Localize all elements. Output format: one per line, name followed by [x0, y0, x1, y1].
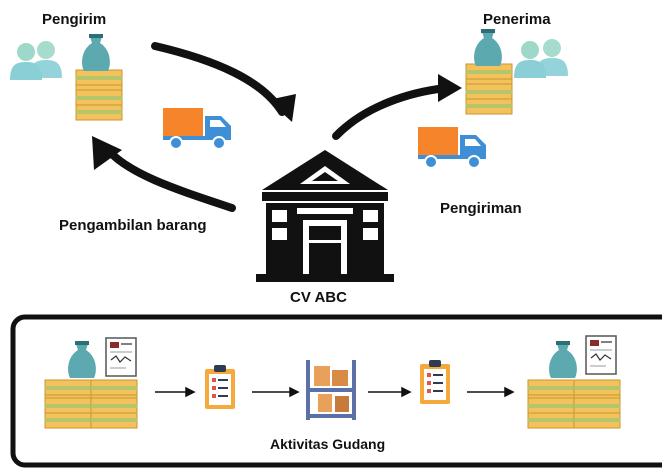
sender-label: Pengirim: [42, 11, 107, 28]
crate-stack-icon: [527, 379, 621, 429]
warehouse-shelf-icon: [306, 360, 356, 420]
flow-arrows: [92, 42, 462, 212]
bank-building-icon: [256, 150, 394, 282]
company-to-receiver-arrow: [332, 84, 450, 140]
sender-group: [10, 34, 123, 121]
receiver-group: [465, 29, 568, 115]
crate-stack-icon: [465, 63, 513, 115]
shipping-label: Pengiriman: [440, 200, 522, 217]
arrowhead: [268, 94, 296, 122]
warehouse-activity-frame: [10, 314, 662, 468]
crate-stack-icon: [44, 379, 138, 429]
delivery-truck-icon: [417, 126, 487, 169]
clipboard-checklist-icon: [420, 360, 450, 404]
arrowhead: [92, 136, 122, 170]
crate-stack-icon: [75, 69, 123, 121]
warehouse-activity-label: Aktivitas Gudang: [270, 436, 386, 452]
company-to-sender-arrow: [104, 146, 236, 212]
outgoing-goods-group: [527, 335, 621, 429]
clipboard-checklist-icon: [205, 365, 235, 409]
sack-icon: [549, 341, 577, 378]
delivery-truck-icon: [162, 107, 232, 150]
pickup-label: Pengambilan barang: [59, 217, 207, 234]
sack-icon: [82, 34, 110, 71]
sender-to-company-arrow: [151, 42, 286, 116]
company-label: CV ABC: [290, 289, 347, 306]
process-arrows: [155, 386, 515, 398]
sack-icon: [474, 29, 502, 66]
sack-icon: [68, 341, 96, 378]
receiver-label: Penerima: [483, 11, 551, 28]
invoice-document-icon: [585, 335, 617, 375]
arrowhead: [438, 74, 462, 102]
people-icon: [10, 41, 62, 80]
incoming-goods-group: [44, 337, 138, 429]
invoice-document-icon: [105, 337, 137, 377]
people-icon: [514, 39, 568, 78]
